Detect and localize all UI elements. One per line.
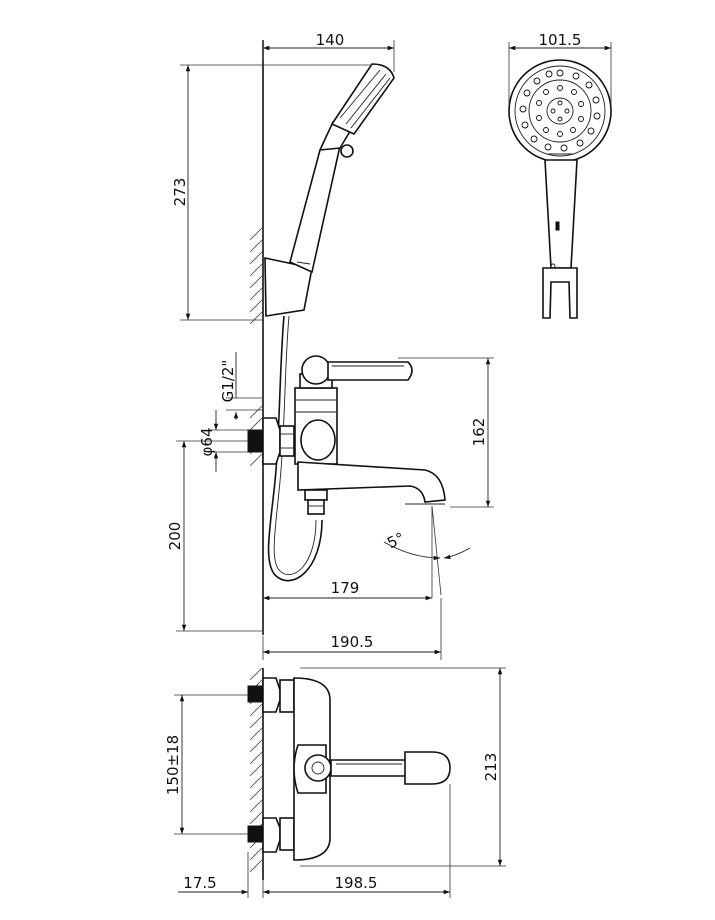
mixer-side-view: [247, 355, 446, 515]
dim-shower-width: 140: [262, 31, 395, 72]
nozzle-pattern: [519, 69, 601, 152]
dim-label-spout-height: 162: [470, 418, 488, 447]
wall-hatch-upper: [249, 227, 263, 325]
mixer-plan-view: [247, 667, 451, 880]
dim-mount-height: 200: [166, 440, 262, 632]
dim-wall-offset: 17.5: [178, 852, 249, 898]
dim-plan-width: 213: [300, 667, 506, 867]
dim-label-wall-offset: 17.5: [183, 874, 216, 892]
hand-shower-front-view: [508, 59, 612, 319]
dim-spout-height: 162: [398, 357, 494, 508]
dim-head-diameter: 101.5: [508, 31, 612, 105]
dim-shower-height: 273: [171, 64, 372, 321]
dim-label-head-diameter: 101.5: [539, 31, 582, 49]
dim-label-flange-diameter: φ64: [198, 428, 216, 457]
dim-label-center-distance: 150±18: [164, 735, 182, 795]
dim-thread: G1/2": [219, 352, 262, 420]
dim-label-shower-height: 273: [171, 178, 189, 207]
hand-shower-side-view: [249, 40, 395, 635]
dim-spout-angle: 5°: [383, 505, 471, 598]
dim-center-distance: 150±18: [164, 694, 248, 835]
dim-label-total-reach: 190.5: [331, 633, 374, 651]
dim-total-reach: 190.5: [262, 598, 442, 660]
dim-plan-depth: 198.5: [262, 784, 451, 898]
dim-label-plan-depth: 198.5: [335, 874, 378, 892]
dim-label-shower-width: 140: [316, 31, 345, 49]
dim-label-spout-reach: 179: [331, 579, 360, 597]
dim-label-plan-width: 213: [482, 753, 500, 782]
dim-label-mount-height: 200: [166, 522, 184, 551]
dim-label-thread: G1/2": [219, 360, 237, 403]
dim-label-spout-angle: 5°: [384, 529, 407, 553]
dim-flange-diameter: φ64: [198, 410, 248, 472]
dim-spout-reach: 179: [263, 579, 432, 601]
